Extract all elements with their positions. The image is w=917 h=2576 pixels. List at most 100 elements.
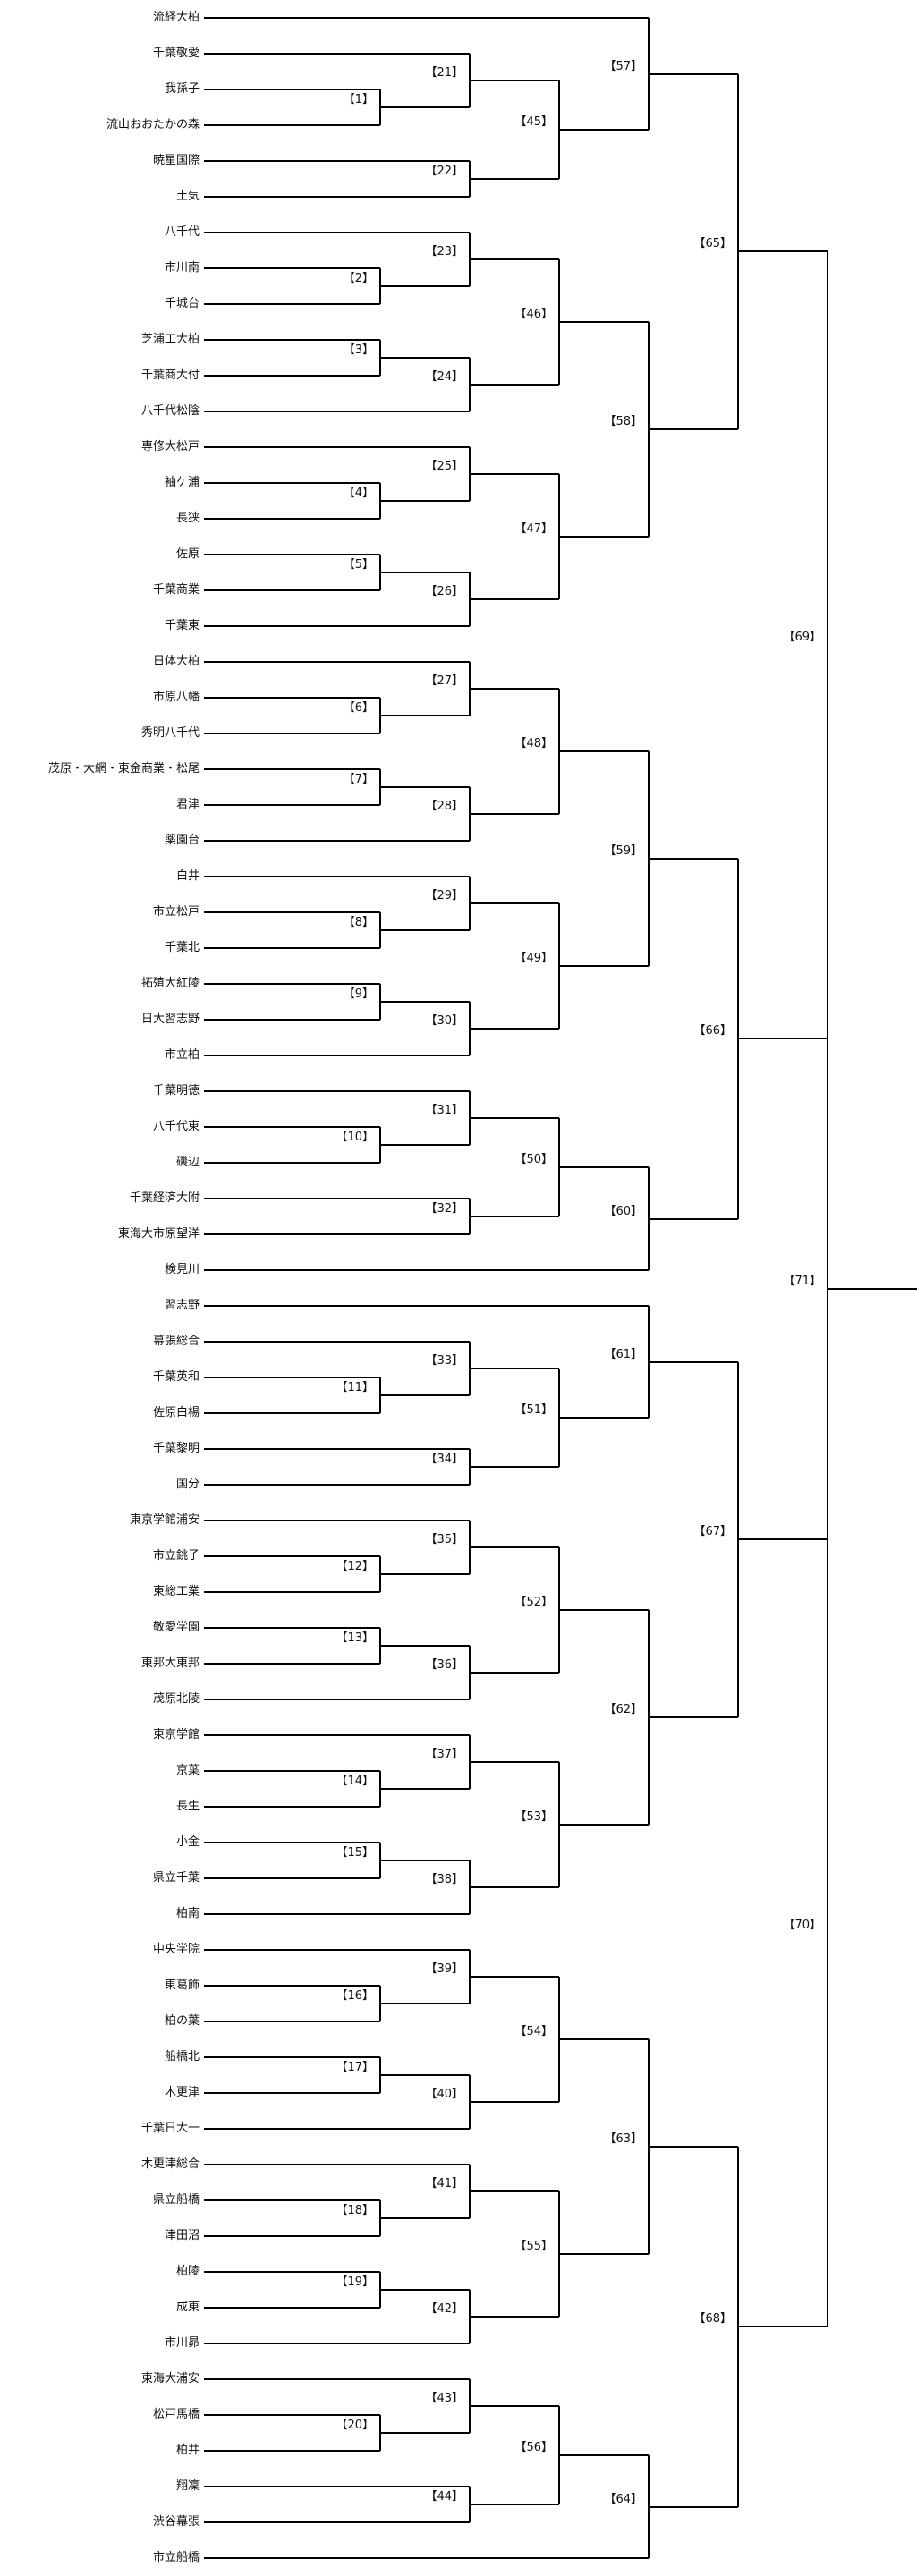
bracket-line (204, 1806, 380, 1808)
bracket-line (380, 1001, 470, 1003)
team-name: 千葉北 (164, 941, 200, 954)
team-name: 日大習志野 (140, 1013, 200, 1026)
team-name: 市川南 (164, 261, 200, 275)
bracket-line (559, 1609, 649, 1611)
bracket-line (204, 89, 380, 90)
bracket-line (470, 1368, 559, 1369)
match-number: 【18】 (335, 2204, 375, 2218)
bracket-line (204, 983, 380, 985)
match-number: 【45】 (514, 115, 554, 130)
match-number: 【51】 (514, 1403, 554, 1418)
team-name: 千葉経済大附 (129, 1191, 200, 1205)
match-number: 【66】 (692, 1024, 733, 1039)
match-number: 【42】 (424, 2302, 464, 2317)
bracket-line (738, 250, 828, 253)
match-number: 【16】 (335, 1989, 375, 2004)
bracket-line (204, 911, 380, 913)
match-number: 【20】 (335, 2419, 375, 2433)
bracket-line (204, 1591, 380, 1593)
team-name: 渋谷幕張 (152, 2515, 200, 2529)
bracket-line (380, 2289, 470, 2291)
match-number: 【49】 (514, 952, 554, 966)
bracket-line (204, 1520, 470, 1521)
bracket-line (559, 750, 649, 752)
bracket-line (204, 1126, 380, 1128)
bracket-line (204, 1877, 380, 1879)
match-number: 【10】 (335, 1131, 375, 1145)
bracket-line (204, 2343, 470, 2344)
bracket-line (559, 2454, 649, 2456)
bracket-line (380, 1860, 470, 1861)
bracket-line (204, 2056, 380, 2058)
bracket-line (470, 1216, 559, 1217)
bracket-line (470, 813, 559, 815)
match-number: 【24】 (424, 370, 464, 385)
bracket-line (827, 1539, 828, 2327)
bracket-line (204, 1842, 380, 1843)
match-number: 【14】 (335, 1775, 375, 1789)
bracket-line (470, 1117, 559, 1119)
bracket-line (559, 2038, 649, 2040)
bracket-line (204, 196, 470, 198)
team-name: 東葛飾 (164, 1979, 200, 1992)
team-name: 柏井 (175, 2444, 200, 2457)
bracket-line (380, 1788, 470, 1790)
match-number: 【67】 (692, 1525, 733, 1540)
team-name: 市川昴 (164, 2336, 200, 2350)
team-name: 千城台 (164, 297, 200, 310)
bracket-line (470, 902, 559, 904)
team-name: 市立船橋 (152, 2551, 200, 2564)
bracket-line (204, 232, 470, 233)
bracket-line (204, 2486, 470, 2487)
match-number: 【25】 (424, 460, 464, 474)
team-name: 我孫子 (164, 82, 200, 96)
match-number: 【58】 (603, 415, 643, 429)
team-name: 木更津 (164, 2086, 200, 2099)
bracket-line (380, 2003, 470, 2004)
match-number: 【71】 (782, 1275, 822, 1290)
team-name: 流山おおたかの森 (106, 118, 200, 131)
team-name: 国分 (175, 1478, 200, 1491)
match-number: 【43】 (424, 2392, 464, 2406)
team-name: 茂原北陵 (152, 1692, 200, 1706)
match-number: 【12】 (335, 1560, 375, 1574)
bracket-line (470, 178, 559, 180)
bracket-line (204, 1269, 649, 1271)
match-number: 【44】 (424, 2490, 464, 2504)
bracket-line (470, 80, 559, 81)
team-name: 芝浦工大柏 (140, 333, 200, 346)
team-name: 千葉敬愛 (152, 47, 200, 60)
team-name: 佐原 (175, 547, 200, 561)
bracket-line (204, 876, 470, 877)
bracket-line (380, 715, 470, 716)
team-name: 東総工業 (152, 1585, 200, 1598)
bracket-line (204, 1770, 380, 1772)
team-name: 市立松戸 (152, 905, 200, 919)
bracket-line (380, 2074, 470, 2076)
bracket-line (204, 375, 380, 377)
bracket-line (204, 2450, 380, 2452)
match-number: 【55】 (514, 2240, 554, 2254)
bracket-line (470, 1466, 559, 1468)
bracket-line (204, 1162, 380, 1164)
match-number: 【27】 (424, 674, 464, 689)
match-number: 【34】 (424, 1453, 464, 1467)
team-name: 千葉商業 (152, 583, 200, 597)
bracket-line (204, 1412, 380, 1414)
team-name: 拓殖大紅陵 (140, 977, 200, 990)
bracket-line (738, 2326, 828, 2328)
match-number: 【52】 (514, 1596, 554, 1610)
bracket-line (380, 1645, 470, 1647)
bracket-line (470, 2504, 559, 2505)
bracket-line (204, 2378, 470, 2380)
match-number: 【13】 (335, 1631, 375, 1646)
match-number: 【2】 (342, 272, 375, 286)
bracket-line (204, 1090, 470, 1092)
match-number: 【30】 (424, 1014, 464, 1029)
bracket-line (204, 1305, 649, 1307)
team-name: 千葉黎明 (152, 1442, 200, 1455)
match-number: 【63】 (603, 2132, 643, 2147)
bracket-line (470, 258, 559, 260)
match-number: 【33】 (424, 1354, 464, 1368)
team-name: 茂原・大網・東金商業・松尾 (47, 762, 200, 775)
